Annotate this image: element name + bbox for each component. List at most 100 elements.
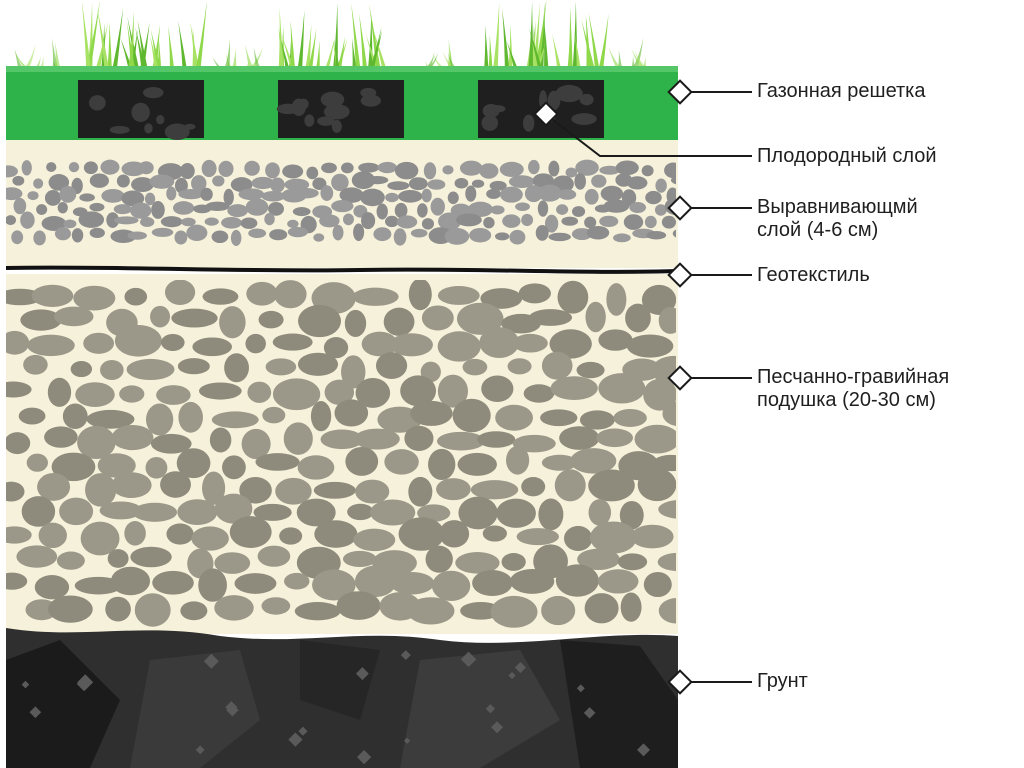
large-gravel-stone [83,332,115,354]
large-gravel-stone [62,403,88,429]
large-gravel-stone [490,595,538,628]
grass-blade [502,8,511,82]
label-line: Выравнивающмй [757,196,918,218]
large-gravel-stone [375,352,408,380]
small-gravel-stone [44,190,62,206]
small-gravel-stone [270,177,285,193]
soil-speck [323,103,350,120]
small-gravel-stone [410,228,428,238]
grass-blade [369,4,383,83]
large-gravel-stone [261,597,291,615]
small-gravel-stone [13,197,27,215]
label-line: слой (4-6 см) [757,219,879,241]
grass-blade [97,8,112,82]
large-gravel-stone [557,280,589,314]
soil-speck [131,102,150,122]
large-gravel-stone [472,569,513,597]
ground-speck [491,721,504,734]
large-gravel-stone [77,425,116,459]
soil-speck [317,116,335,126]
grass-blade [571,0,578,83]
large-gravel-stone [314,520,358,548]
large-gravel-stone [31,284,74,307]
small-gravel-stone [292,207,311,217]
marker-diamond [667,365,693,391]
grass-blade [14,48,25,70]
small-gravel-stone [78,211,105,228]
large-gravel-stone [105,596,131,622]
small-gravel-stone [398,189,423,203]
small-gravel-stone [584,216,597,229]
large-gravel-stone [383,307,415,336]
small-gravel-stone [230,229,242,247]
ground-speck [195,745,205,755]
small-gravel-stone [174,230,188,245]
large-gravel-stone [631,524,674,549]
large-gravel-stone [297,352,339,376]
large-gravel-stone [313,481,356,499]
large-gravel-stone [342,550,377,568]
large-gravel-stone [576,361,605,379]
large-gravel-stone [110,566,151,596]
grass-blade [585,15,592,82]
small-gravel-stone [306,166,319,180]
small-gravel-stone [331,173,349,192]
small-gravel-stone [186,224,208,241]
label-line: Газонная решетка [757,80,926,102]
large-gravel-stone [198,568,227,602]
label-line: Геотекстиль [757,264,870,286]
large-gravel-stone [549,329,592,359]
grass-blade [54,41,61,70]
small-gravel-stone [603,199,630,213]
soil-speck [320,91,345,108]
large-gravel-stone [192,337,233,357]
small-gravel-stone [110,229,137,243]
small-gravel-stone [654,204,667,216]
small-gravel-stone [12,175,25,186]
grass-blade [278,7,285,83]
large-gravel-stone [320,429,364,450]
soil-speck [109,125,130,134]
leveling-layer [6,140,678,268]
small-gravel-stone [385,215,399,228]
label-line: подушка (20-30 см) [757,389,936,411]
small-gravel-stone [172,201,195,215]
large-gravel-stone [180,601,208,621]
large-gravel-stone [132,502,178,522]
soil-speck [555,84,583,103]
soil-speck [164,123,190,141]
small-gravel-stone [508,175,535,189]
grass-blade [617,49,624,70]
small-gravel-stone [396,215,418,229]
large-gravel-stone [452,398,491,433]
small-gravel-stone [6,187,23,201]
small-gravel-stone [268,201,284,216]
large-gravel-stone [111,472,152,499]
large-gravel-stone [134,593,171,627]
small-gravel-stone [178,188,204,200]
ground-speck [226,703,239,717]
small-gravel-stone [71,228,84,243]
soil-speck [481,115,499,131]
label-leveling-layer: Выравнивающмй слой (4-6 см) [757,196,1019,242]
small-gravel-stone [532,173,555,189]
ground-speck [288,732,303,747]
small-gravel-stone [160,216,183,228]
small-gravel-stone [121,190,145,207]
small-gravel-stone [615,160,639,176]
small-gravel-stone [644,215,657,229]
large-gravel-stone [662,401,676,427]
large-gravel-stone [86,409,135,429]
large-gravel-stone [274,280,307,309]
small-gravel-stone [623,214,644,230]
large-gravel-stone [353,528,396,552]
large-gravel-stone [626,334,674,358]
large-gravel-stone [191,526,229,551]
large-gravel-stone [18,407,46,425]
small-gravel-stone [584,188,599,205]
marker-diamond [667,669,693,695]
small-gravel-stone [33,178,44,189]
large-gravel-stone [347,503,374,521]
soil-speck [142,87,164,99]
large-gravel-stone [361,331,398,357]
